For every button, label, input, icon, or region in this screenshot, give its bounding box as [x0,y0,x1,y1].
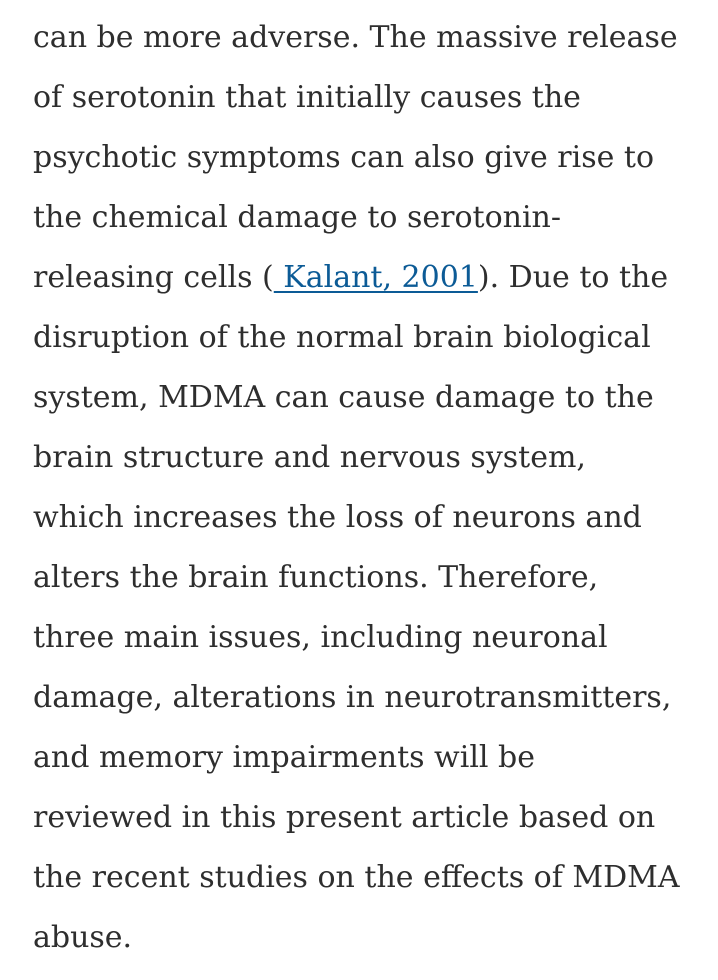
text-line-5: releasing cells ( Kalant, 2001). Due to … [33,248,693,308]
text-line-2: of serotonin that initially causes the [33,80,581,115]
text-segment-after-citation: ). Due to the [477,260,669,295]
text-line-13: and memory impairments will be [33,740,536,775]
citation-link-kalant-2001[interactable]: Kalant, 2001 [273,260,478,295]
text-line-4: the chemical damage to serotonin- [33,200,562,235]
text-line-7: system, MDMA can cause damage to the [33,380,654,415]
text-line-14: reviewed in this present article based o… [33,800,656,835]
text-line-12: damage, alterations in neurotransmitters… [33,680,672,715]
text-line-1: can be more adverse. The massive release [33,20,678,55]
text-line-16: abuse. [33,920,133,955]
text-line-15: the recent studies on the effects of MDM… [33,860,680,895]
text-line-11: three main issues, including neuronal [33,620,608,655]
text-line-6: disruption of the normal brain biologica… [33,320,651,355]
article-body: can be more adverse. The massive release… [33,8,693,968]
paragraph: can be more adverse. The massive release… [33,8,693,968]
text-line-8: brain structure and nervous system, [33,440,586,475]
text-line-10: alters the brain functions. Therefore, [33,560,599,595]
text-line-3: psychotic symptoms can also give rise to [33,140,655,175]
text-segment-before-citation: releasing cells ( [33,260,274,295]
text-line-9: which increases the loss of neurons and [33,500,642,535]
